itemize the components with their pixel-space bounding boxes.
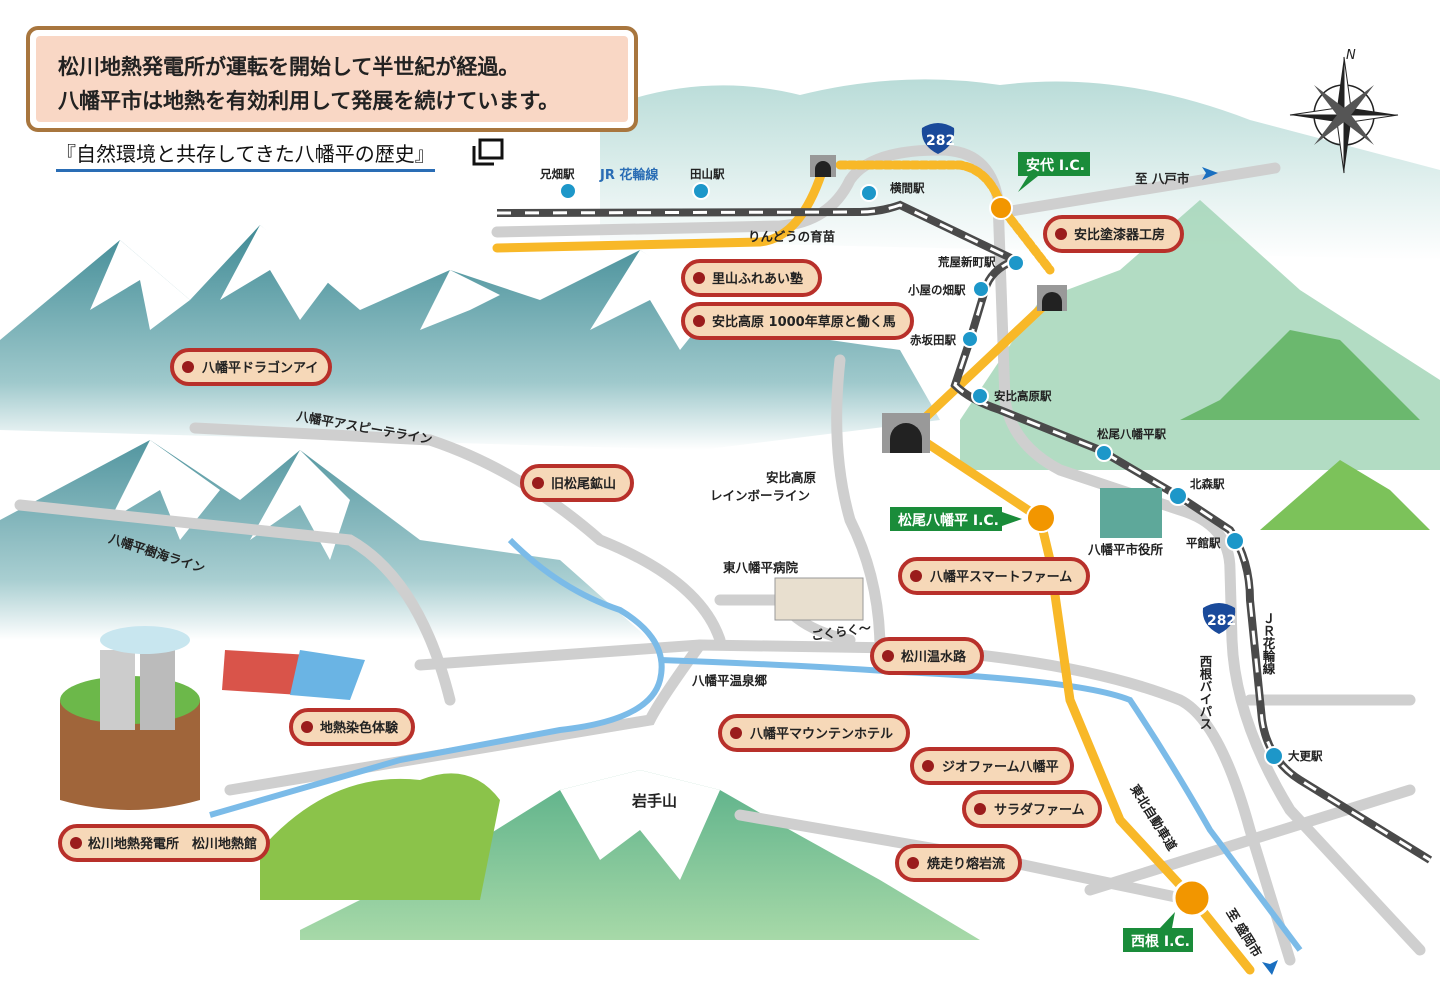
hospital-building bbox=[774, 577, 864, 621]
iwate-mountain bbox=[60, 626, 980, 940]
rivers bbox=[209, 537, 1303, 952]
open-window-icon[interactable] bbox=[470, 138, 504, 166]
svg-text:282: 282 bbox=[926, 133, 955, 149]
spot-smart-farm[interactable]: 八幡平スマートファーム bbox=[898, 557, 1090, 595]
svg-text:ジオファーム八幡平: ジオファーム八幡平 bbox=[942, 759, 1059, 775]
svg-text:安比塗漆器工房: 安比塗漆器工房 bbox=[1074, 227, 1165, 243]
tunnels bbox=[810, 155, 1067, 453]
svg-text:八幡平マウンテンホテル: 八幡平マウンテンホテル bbox=[749, 726, 893, 742]
spot-satoyama[interactable]: 里山ふれあい塾 bbox=[681, 259, 822, 297]
spot-geothermal-dyeing[interactable]: 地熱染色体験 bbox=[289, 708, 415, 746]
station-label: 田山駅 bbox=[690, 167, 725, 181]
svg-text:282: 282 bbox=[1207, 613, 1236, 629]
onsen-label: 八幡平温泉郷 bbox=[691, 673, 768, 688]
svg-text:松川温水路: 松川温水路 bbox=[901, 649, 967, 665]
ic-label-nishine: 西根 I.C. bbox=[1131, 933, 1190, 950]
spot-dragon-eye[interactable]: 八幡平ドラゴンアイ bbox=[170, 348, 332, 386]
city-hall-building bbox=[1100, 488, 1162, 538]
station-label: 北森駅 bbox=[1190, 477, 1225, 491]
arrow-icon bbox=[1262, 960, 1278, 975]
station-label: 兄畑駅 bbox=[539, 167, 575, 181]
arrow-icon bbox=[1202, 167, 1218, 180]
spot-yakehashiri-lava[interactable]: 焼走り熔岩流 bbox=[895, 844, 1022, 882]
svg-text:地熱染色体験: 地熱染色体験 bbox=[320, 720, 399, 736]
jr-line-label: JR 花輪線 bbox=[599, 167, 659, 183]
svg-text:八幡平スマートファーム: 八幡平スマートファーム bbox=[929, 569, 1072, 585]
spot-appi-lacquer[interactable]: 安比塗漆器工房 bbox=[1043, 215, 1184, 253]
station-label: 赤坂田駅 bbox=[910, 333, 956, 347]
spot-matsukawa-geothermal[interactable]: 松川地熱発電所 松川地熱館 bbox=[58, 824, 270, 862]
svg-text:旧松尾鉱山: 旧松尾鉱山 bbox=[551, 476, 616, 492]
station-label: 平館駅 bbox=[1186, 536, 1221, 550]
iwate-label: 岩手山 bbox=[631, 792, 677, 810]
svg-text:焼走り熔岩流: 焼走り熔岩流 bbox=[927, 856, 1005, 872]
svg-text:安比高原 1000年草原と働く馬: 安比高原 1000年草原と働く馬 bbox=[712, 314, 896, 330]
rindo-label: りんどうの育苗 bbox=[748, 229, 836, 244]
station-label: 横間駅 bbox=[890, 181, 925, 195]
jr-line-vertical-label: ＪＲ花輪線 bbox=[1261, 612, 1276, 675]
spot-geofarm[interactable]: ジオファーム八幡平 bbox=[910, 747, 1074, 785]
station-label: 安比高原駅 bbox=[994, 389, 1052, 403]
ic-label-ashiro: 安代 I.C. bbox=[1026, 157, 1085, 174]
ic-label-matsuo-hachimantai: 松尾八幡平 I.C. bbox=[898, 512, 999, 529]
station-label: 松尾八幡平駅 bbox=[1097, 427, 1166, 441]
spot-matsukawa-warm-channel[interactable]: 松川温水路 bbox=[870, 637, 984, 675]
hospital-label: 東八幡平病院 bbox=[723, 560, 799, 575]
intro-line-1: 松川地熱発電所が運転を開始して半世紀が経過。 bbox=[58, 55, 520, 79]
route-282-shield: 282 282 bbox=[921, 123, 1236, 634]
to-hachinohe-label: 至 八戸市 bbox=[1135, 171, 1190, 186]
svg-text:八幡平ドラゴンアイ: 八幡平ドラゴンアイ bbox=[201, 360, 318, 376]
station-label: 荒屋新町駅 bbox=[937, 255, 996, 269]
rainbow-line-label-2: レインボーライン bbox=[710, 488, 810, 503]
interchanges: 安代 I.C. 松尾八幡平 I.C. 西根 I.C. bbox=[890, 152, 1212, 952]
svg-text:松川地熱発電所 松川地熱館: 松川地熱発電所 松川地熱館 bbox=[88, 836, 257, 852]
bypass-label: 西根バイパス bbox=[1198, 655, 1213, 730]
spot-mountain-hotel[interactable]: 八幡平マウンテンホテル bbox=[718, 714, 910, 752]
intro-line-2: 八幡平市は地熱を有効利用して発展を続けています。 bbox=[58, 89, 560, 113]
spot-matsuo-mine[interactable]: 旧松尾鉱山 bbox=[520, 464, 634, 502]
svg-text:サラダファーム: サラダファーム bbox=[994, 802, 1085, 818]
station-label: 小屋の畑駅 bbox=[907, 283, 966, 297]
svg-text:里山ふれあい塾: 里山ふれあい塾 bbox=[712, 271, 803, 287]
city-hall-label: 八幡平市役所 bbox=[1087, 542, 1164, 557]
compass-rose-icon: N bbox=[1289, 48, 1399, 174]
svg-text:N: N bbox=[1346, 48, 1356, 63]
stations bbox=[559, 182, 1284, 766]
rainbow-line-label-1: 安比高原 bbox=[766, 470, 817, 485]
intro-banner: 松川地熱発電所が運転を開始して半世紀が経過。 八幡平市は地熱を有効利用して発展を… bbox=[26, 26, 638, 132]
spot-pills: 八幡平ドラゴンアイ 里山ふれあい塾 安比高原 1000年草原と働く馬 安比塗漆器… bbox=[58, 215, 1184, 882]
spot-appi-kogen-horses[interactable]: 安比高原 1000年草原と働く馬 bbox=[681, 302, 914, 340]
history-link[interactable]: 『自然環境と共存してきた八幡平の歴史』 bbox=[56, 138, 435, 172]
spot-salad-farm[interactable]: サラダファーム bbox=[962, 790, 1102, 828]
station-label: 大更駅 bbox=[1288, 749, 1323, 763]
